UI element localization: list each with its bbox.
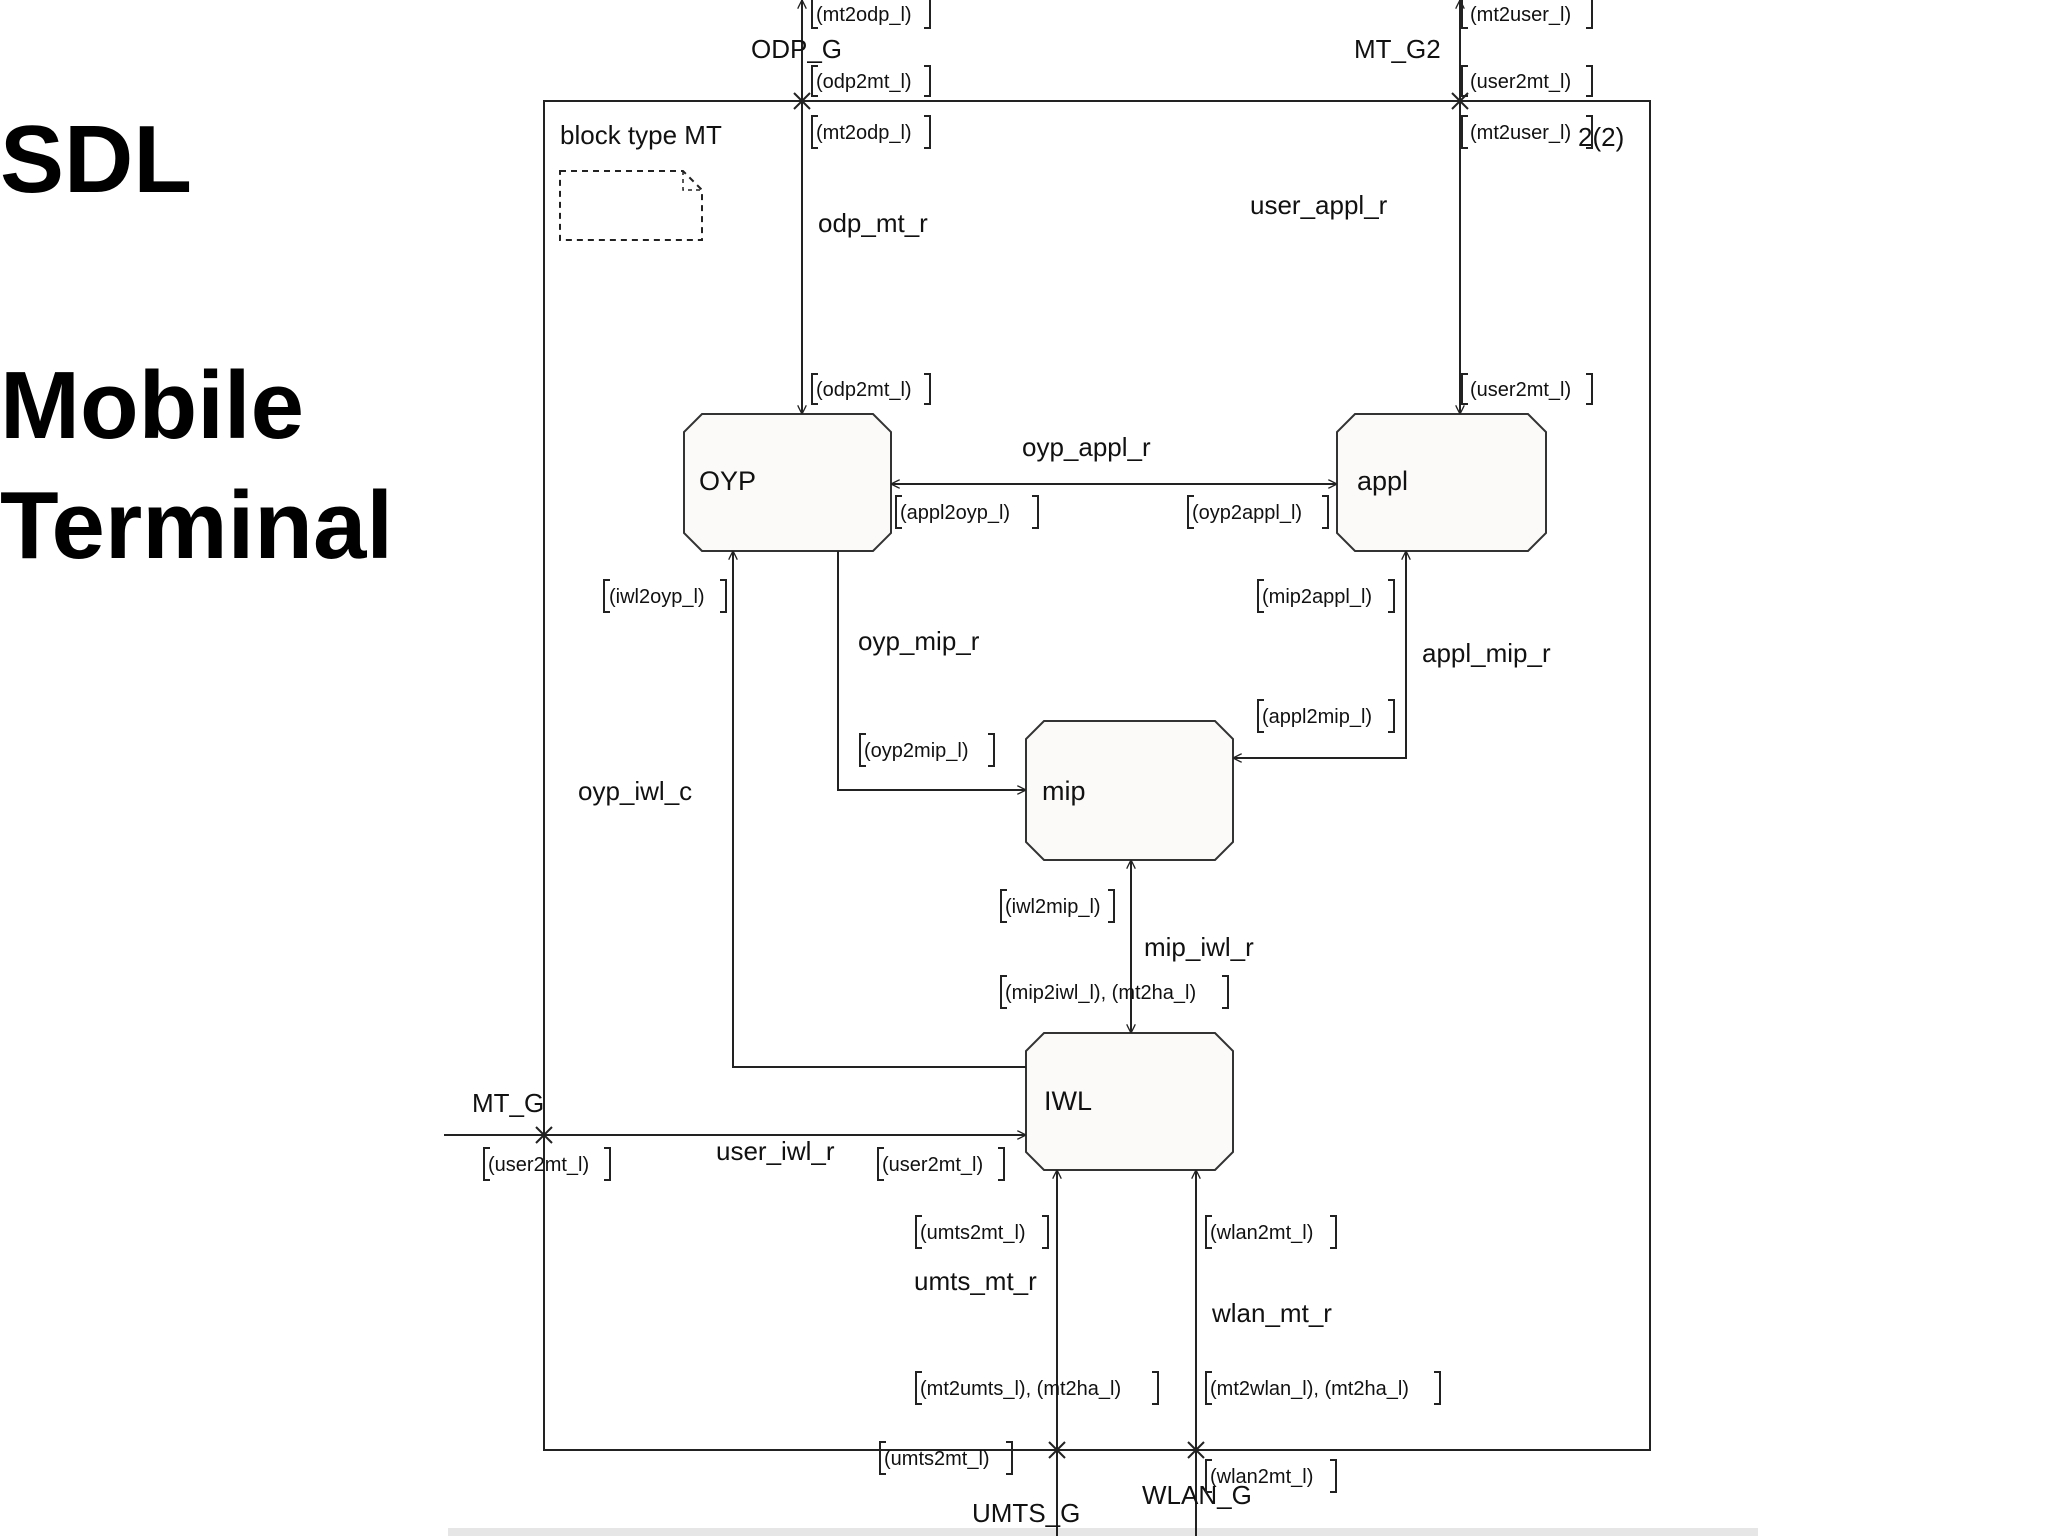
signal-list: (mip2appl_l) [1257,579,1395,613]
signal-list: (mt2odp_l) [811,0,931,29]
signal-list: (iwl2oyp_l) [603,579,727,613]
svg-text:(odp2mt_l): (odp2mt_l) [816,71,912,93]
svg-text:(oyp2appl_l): (oyp2appl_l) [1192,502,1302,524]
svg-text:(umts2mt_l): (umts2mt_l) [884,1448,990,1470]
gate-mt-g: MT_G [472,1088,544,1118]
gate-wlan-g: WLAN_G [1142,1480,1252,1510]
process-mip [1025,720,1234,861]
signal-list: (oyp2mip_l) [859,733,995,767]
gate-odp-g: ODP_G [751,34,842,64]
svg-text:(odp2mt_l): (odp2mt_l) [816,379,912,401]
route-mip-iwl-r: mip_iwl_r [1144,932,1254,962]
signal-list: (user2mt_l) [877,1147,1005,1181]
route-appl-mip-r: appl_mip_r [1422,638,1551,668]
signal-list: (appl2mip_l) [1257,699,1395,733]
block-header: block type MT [560,120,722,150]
svg-text:(mt2user_l): (mt2user_l) [1470,4,1571,26]
route-oyp-iwl-line [733,551,1026,1068]
process-oyp-label: OYP [699,466,756,496]
process-oyp [683,413,892,552]
svg-text:(appl2oyp_l): (appl2oyp_l) [900,502,1010,524]
route-oyp-iwl-c: oyp_iwl_c [578,776,692,806]
svg-text:(mt2umts_l), (mt2ha_l): (mt2umts_l), (mt2ha_l) [920,1378,1121,1400]
signal-list: (user2mt_l) [483,1147,611,1181]
gate-umts-cross [1048,1441,1066,1459]
signal-list: (umts2mt_l) [915,1215,1049,1249]
gate-odp-cross [793,92,811,110]
route-oyp-mip-line [837,551,1026,790]
svg-text:(mt2odp_l): (mt2odp_l) [816,4,912,26]
svg-text:(mt2odp_l): (mt2odp_l) [816,122,912,144]
svg-text:(oyp2mip_l): (oyp2mip_l) [864,740,968,762]
process-iwl-label: IWL [1044,1086,1092,1116]
svg-text:(appl2mip_l): (appl2mip_l) [1262,706,1372,728]
process-iwl [1025,1032,1234,1171]
text-symbol-fold [682,171,702,191]
svg-text:(wlan2mt_l): (wlan2mt_l) [1210,1222,1313,1244]
process-appl-label: appl [1357,466,1408,496]
svg-text:(mip2appl_l): (mip2appl_l) [1262,586,1372,608]
bottom-strip [448,1528,1758,1536]
signal-list: (mt2user_l) [1461,115,1593,149]
signal-list: (mt2wlan_l), (mt2ha_l) [1205,1371,1441,1405]
gate-wlan-cross [1187,1441,1205,1459]
text-symbol-dashed [559,170,703,241]
signal-list: (user2mt_l) [1461,65,1593,97]
signal-list: (wlan2mt_l) [1205,1459,1337,1493]
block-frame [543,100,1651,1451]
signal-list: (iwl2mip_l) [1000,889,1115,923]
signal-list: (oyp2appl_l) [1187,495,1329,529]
slide-title-mobile: Mobile [0,352,304,459]
signal-list: (user2mt_l) [1461,373,1593,405]
svg-text:(umts2mt_l): (umts2mt_l) [920,1222,1026,1244]
svg-text:(mt2wlan_l), (mt2ha_l): (mt2wlan_l), (mt2ha_l) [1210,1378,1409,1400]
signal-list: (mt2odp_l) [811,115,931,149]
route-oyp-mip-r: oyp_mip_r [858,626,980,656]
gate-mtg-cross [535,1126,553,1144]
process-mip-label: mip [1042,776,1086,806]
signal-list: (mt2user_l) [1461,0,1593,29]
route-oyp-appl-r: oyp_appl_r [1022,432,1151,462]
route-user-appl-r: user_appl_r [1250,190,1388,220]
slide-title-terminal: Terminal [0,472,393,579]
route-umts-mt-r: umts_mt_r [914,1266,1037,1296]
signal-list: (mip2iwl_l), (mt2ha_l) [1000,975,1229,1009]
gate-mt-g2: MT_G2 [1354,34,1441,64]
route-wlan-mt-r: wlan_mt_r [1211,1298,1332,1328]
gate-umts-g: UMTS_G [972,1498,1080,1528]
svg-text:(user2mt_l): (user2mt_l) [488,1154,589,1176]
svg-text:(user2mt_l): (user2mt_l) [1470,379,1571,401]
svg-text:(user2mt_l): (user2mt_l) [1470,71,1571,93]
page-number: 2(2) [1578,122,1624,152]
slide-title-sdl: SDL [0,106,192,213]
svg-text:(user2mt_l): (user2mt_l) [882,1154,983,1176]
process-appl [1336,413,1547,552]
svg-text:(mip2iwl_l), (mt2ha_l): (mip2iwl_l), (mt2ha_l) [1005,982,1196,1004]
svg-text:(iwl2mip_l): (iwl2mip_l) [1005,896,1101,918]
svg-text:(wlan2mt_l): (wlan2mt_l) [1210,1466,1313,1488]
signal-list: (umts2mt_l) [879,1441,1013,1475]
signal-list: (odp2mt_l) [811,373,931,405]
signal-list: (odp2mt_l) [811,65,931,97]
signal-list: (appl2oyp_l) [895,495,1039,529]
svg-text:(iwl2oyp_l): (iwl2oyp_l) [609,586,705,608]
route-user-iwl-r: user_iwl_r [716,1136,835,1166]
svg-text:(mt2user_l): (mt2user_l) [1470,122,1571,144]
route-odp-mt-r: odp_mt_r [818,208,928,238]
route-appl-mip-line [1233,551,1406,758]
signal-list: (mt2umts_l), (mt2ha_l) [915,1371,1159,1405]
signal-list: (wlan2mt_l) [1205,1215,1337,1249]
